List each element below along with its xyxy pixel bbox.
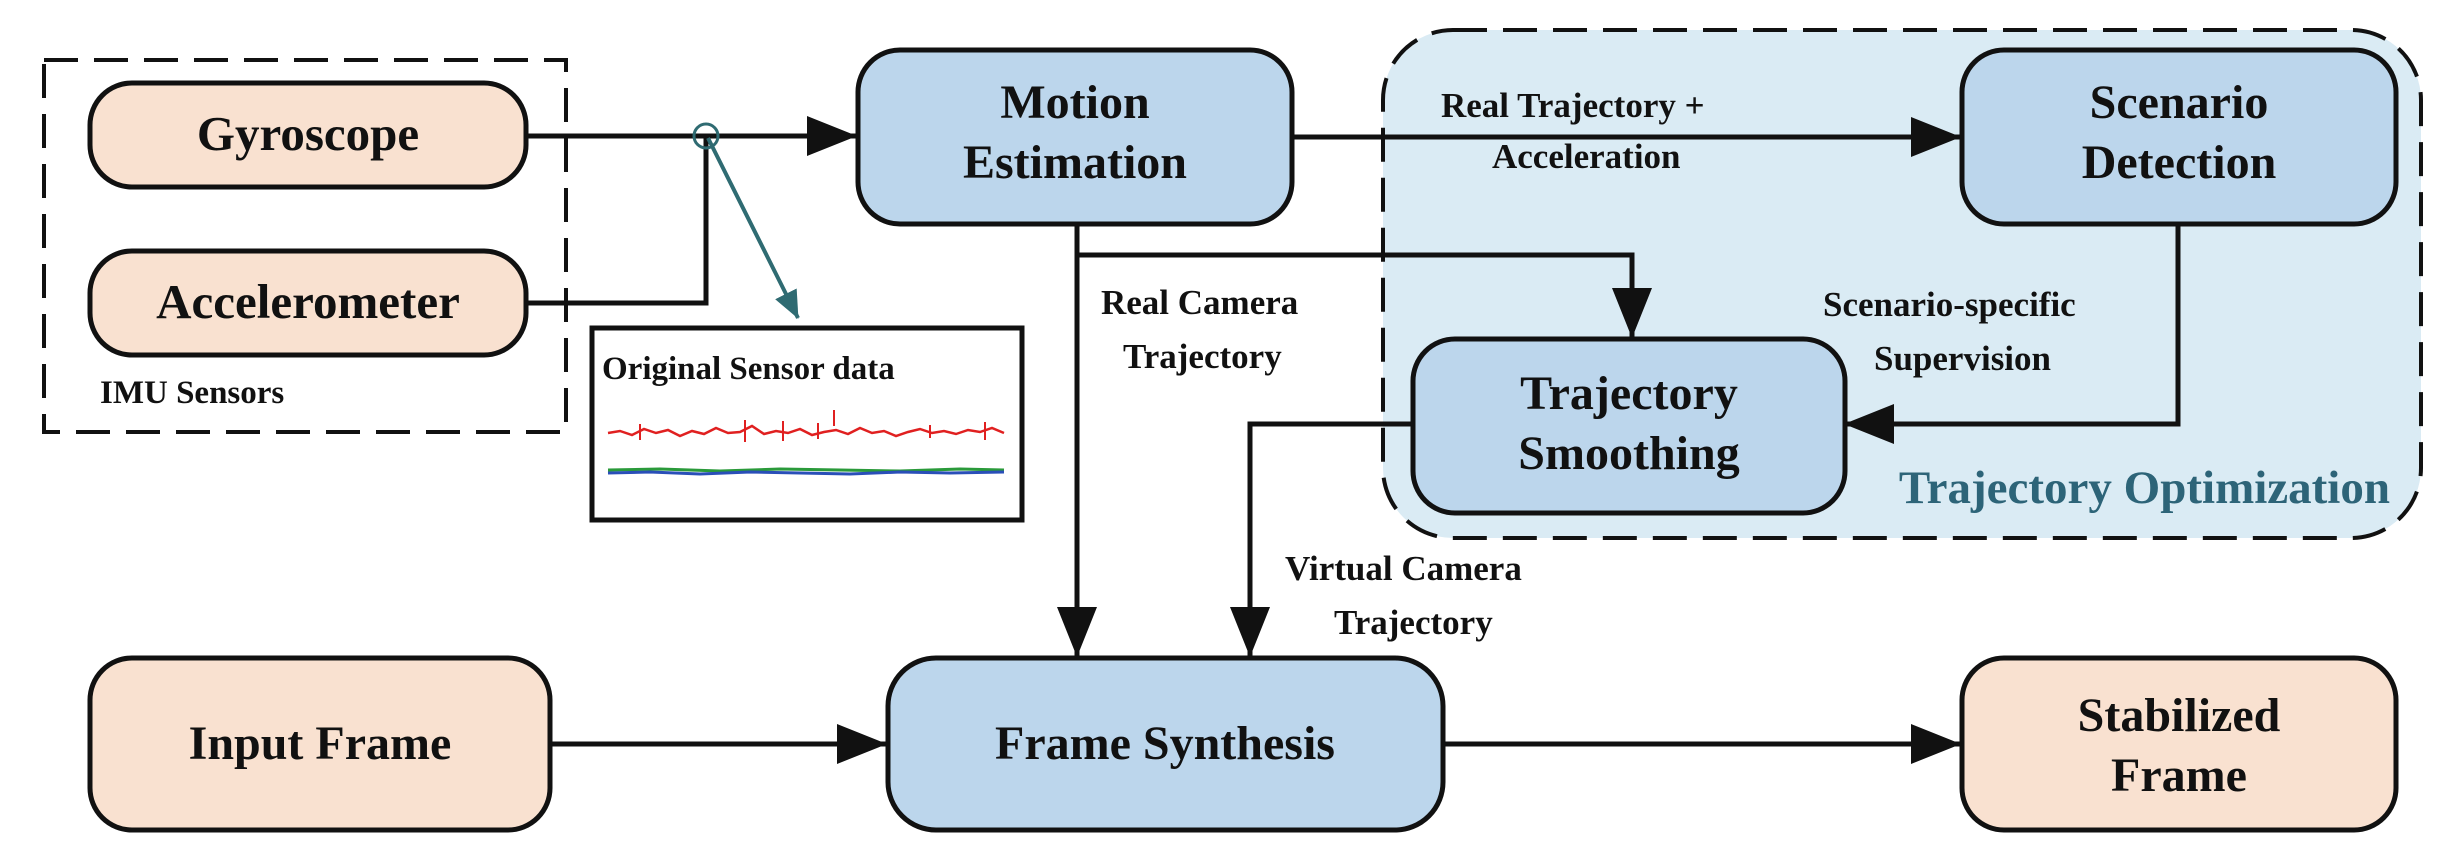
node-trajectory-smoothing: Trajectory Smoothing (1410, 336, 1848, 516)
trajectory-optimization-label: Trajectory Optimization (1899, 462, 2390, 514)
label-virtual-camera-trajectory-line2: Trajectory (1334, 603, 1493, 642)
node-gyroscope: Gyroscope (87, 80, 529, 190)
node-motion-estimation: Motion Estimation (855, 47, 1295, 227)
sensor-data-panel: Original Sensor data (589, 325, 1025, 523)
node-accelerometer: Accelerometer (87, 248, 529, 358)
motion-estimation-line1: Motion (1000, 76, 1149, 129)
sensor-signal-red (607, 424, 1005, 438)
label-real-trajectory-acceleration-line1: Real Trajectory + (1441, 86, 1705, 125)
accelerometer-label: Accelerometer (156, 274, 460, 329)
label-real-camera-trajectory-line1: Real Camera (1101, 283, 1298, 322)
sensor-signal-green (607, 467, 1005, 473)
node-stabilized-frame: Stabilized Frame (1959, 655, 2399, 833)
label-scenario-specific-supervision-line1: Scenario-specific (1823, 285, 2076, 324)
label-virtual-camera-trajectory-line1: Virtual Camera (1285, 549, 1522, 588)
sensor-signal-blue (607, 470, 1005, 476)
sensor-panel-title: Original Sensor data (602, 351, 895, 387)
edge-scenario-to-trajectory-smoothing (1844, 226, 2181, 444)
teal-pointer-arrow (706, 137, 800, 319)
node-scenario-detection: Scenario Detection (1959, 47, 2399, 227)
gyroscope-label: Gyroscope (197, 106, 419, 161)
frame-synthesis-label: Frame Synthesis (995, 717, 1335, 770)
edge-trajectory-smoothing-to-frame-synthesis (1230, 421, 1411, 657)
trajectory-smoothing-line2: Smoothing (1518, 427, 1739, 480)
input-frame-label: Input Frame (189, 717, 452, 770)
scenario-detection-line2: Detection (2082, 136, 2277, 189)
stabilized-frame-line2: Frame (2111, 749, 2247, 802)
node-frame-synthesis: Frame Synthesis (885, 655, 1446, 833)
imu-sensors-group (42, 58, 568, 434)
sensor-signal-red-spikes (639, 410, 986, 442)
scenario-detection-line1: Scenario (2090, 76, 2269, 129)
trajectory-smoothing-line1: Trajectory (1520, 367, 1738, 420)
edge-motion-to-trajectory-smoothing (1077, 252, 1652, 338)
edge-accelerometer-merge (526, 136, 709, 306)
label-real-camera-trajectory-line2: Trajectory (1123, 337, 1282, 376)
junction-circle (692, 122, 720, 150)
node-input-frame: Input Frame (87, 655, 553, 833)
label-scenario-specific-supervision-line2: Supervision (1874, 339, 2051, 378)
motion-estimation-line2: Estimation (963, 136, 1187, 189)
label-real-trajectory-acceleration-line2: Acceleration (1492, 137, 1681, 176)
stabilized-frame-line1: Stabilized (2078, 689, 2281, 742)
imu-sensors-label: IMU Sensors (100, 375, 284, 411)
